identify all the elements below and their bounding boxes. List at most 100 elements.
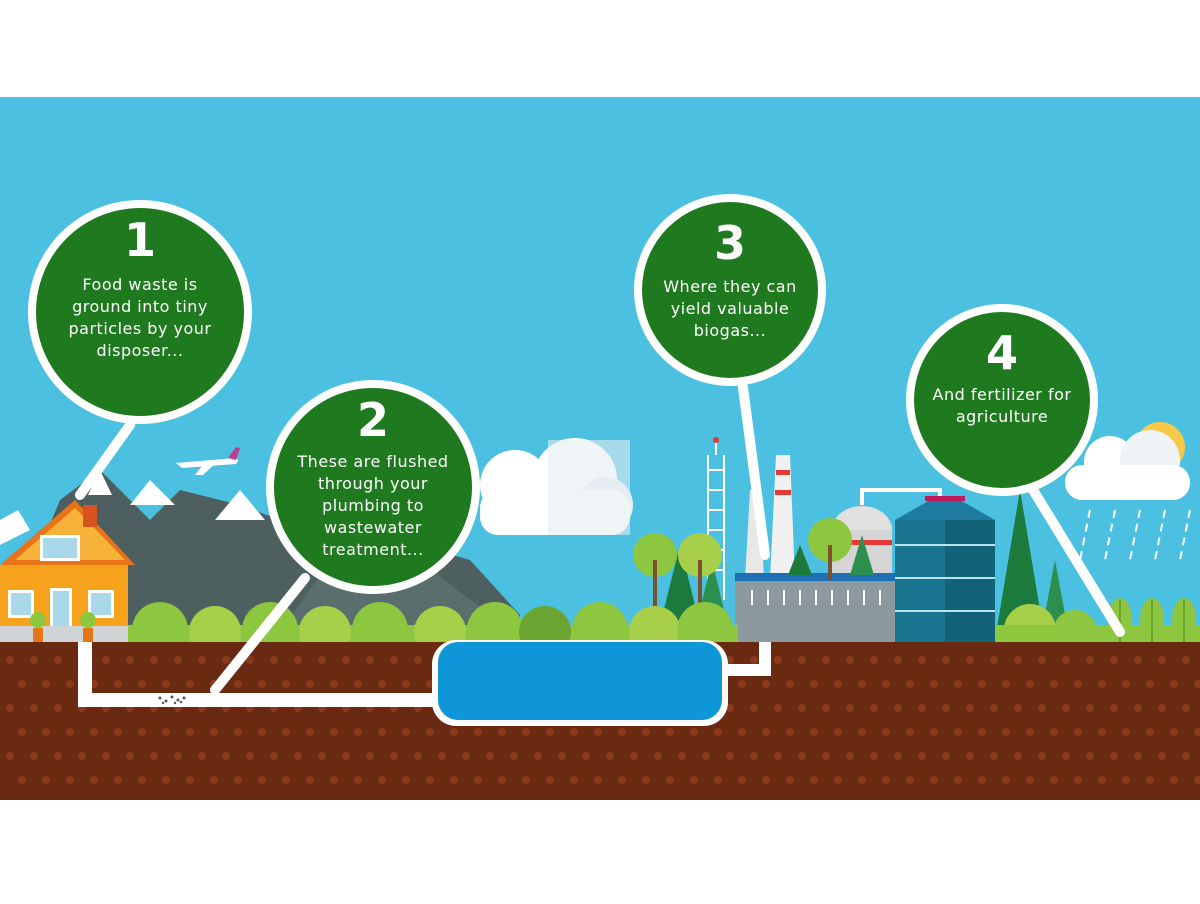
- soil-dot: [474, 776, 482, 784]
- soil-dot: [1134, 752, 1142, 760]
- soil-dot: [966, 704, 974, 712]
- soil-dot: [6, 752, 14, 760]
- soil-dot: [402, 776, 410, 784]
- soil-dot: [42, 680, 50, 688]
- soil-dot: [1074, 680, 1082, 688]
- soil-dot: [1002, 728, 1010, 736]
- step-1-number: 1: [123, 213, 156, 267]
- soil-dot: [342, 752, 350, 760]
- soil-dot: [750, 656, 758, 664]
- soil-dot: [78, 752, 86, 760]
- soil-dot: [1122, 728, 1130, 736]
- soil-dot: [594, 728, 602, 736]
- soil-dot: [894, 704, 902, 712]
- soil-dot: [42, 776, 50, 784]
- soil-dot: [858, 776, 866, 784]
- soil-dot: [858, 680, 866, 688]
- soil-dot: [282, 728, 290, 736]
- soil-dot: [1026, 680, 1034, 688]
- soil-dot: [18, 728, 26, 736]
- soil-dot: [18, 776, 26, 784]
- soil-dot: [942, 656, 950, 664]
- soil-dot: [1170, 680, 1178, 688]
- step-2-text: These are flushed through your plumbing …: [297, 452, 449, 559]
- factory-building: [735, 573, 895, 642]
- soil-dot: [114, 728, 122, 736]
- soil-dot: [630, 752, 638, 760]
- soil-dot: [390, 752, 398, 760]
- soil-dot: [378, 728, 386, 736]
- soil-dot: [882, 680, 890, 688]
- soil-dot: [1098, 728, 1106, 736]
- soil-dot: [1050, 680, 1058, 688]
- soil-dot: [234, 776, 242, 784]
- soil-dot: [126, 752, 134, 760]
- soil-dot: [102, 752, 110, 760]
- soil-dot: [426, 728, 434, 736]
- soil-dot: [222, 656, 230, 664]
- soil-dot: [138, 776, 146, 784]
- rain-cloud-icon: [1065, 430, 1190, 500]
- step-3-number: 3: [713, 216, 746, 270]
- soil-dot: [966, 656, 974, 664]
- step-bubble-2: [266, 380, 480, 594]
- soil-dot: [906, 680, 914, 688]
- soil-dot: [1014, 704, 1022, 712]
- soil-dot: [1074, 776, 1082, 784]
- soil-dot: [702, 752, 710, 760]
- soil-dot: [1002, 680, 1010, 688]
- digester-tank: [895, 496, 995, 642]
- soil-dot: [1086, 704, 1094, 712]
- soil-dot: [786, 728, 794, 736]
- soil-dot: [738, 728, 746, 736]
- soil-dot: [546, 728, 554, 736]
- soil-dot: [306, 728, 314, 736]
- soil-dot: [114, 776, 122, 784]
- soil-dot: [246, 656, 254, 664]
- soil-dot: [618, 728, 626, 736]
- outflow-pipe: [720, 642, 771, 676]
- soil-dot: [918, 704, 926, 712]
- house: [0, 500, 135, 642]
- soil-dot: [318, 656, 326, 664]
- soil-dot: [918, 752, 926, 760]
- soil-dot: [210, 776, 218, 784]
- soil-dot: [522, 776, 530, 784]
- soil-dot: [954, 776, 962, 784]
- soil-dot: [846, 752, 854, 760]
- soil-dot: [174, 752, 182, 760]
- step-1-text: Food waste is ground into tiny particles…: [68, 275, 212, 360]
- soil-dot: [750, 704, 758, 712]
- soil-dot: [714, 728, 722, 736]
- sewer-pipe: [78, 642, 440, 707]
- soil-dot: [222, 752, 230, 760]
- step-bubble-1: [28, 200, 252, 424]
- soil-dot: [402, 680, 410, 688]
- soil-dot: [1098, 776, 1106, 784]
- soil-dot: [270, 752, 278, 760]
- soil-dot: [774, 752, 782, 760]
- soil-dot: [786, 776, 794, 784]
- soil-dot: [270, 656, 278, 664]
- soil-dot: [846, 656, 854, 664]
- soil-dot: [282, 776, 290, 784]
- soil-dot: [1146, 728, 1154, 736]
- soil-dot: [1002, 776, 1010, 784]
- soil-dot: [762, 776, 770, 784]
- soil-dot: [138, 728, 146, 736]
- soil-dot: [678, 752, 686, 760]
- soil-dot: [1134, 656, 1142, 664]
- soil-dot: [1182, 704, 1190, 712]
- soil-dot: [258, 776, 266, 784]
- soil-dot: [546, 776, 554, 784]
- soil-dot: [810, 728, 818, 736]
- soil-dot: [870, 752, 878, 760]
- soil-dot: [330, 776, 338, 784]
- soil-dot: [306, 680, 314, 688]
- soil-dot: [522, 728, 530, 736]
- soil-dot: [558, 752, 566, 760]
- soil-dot: [1170, 728, 1178, 736]
- soil-dot: [726, 752, 734, 760]
- soil-dot: [30, 704, 38, 712]
- soil-dot: [534, 752, 542, 760]
